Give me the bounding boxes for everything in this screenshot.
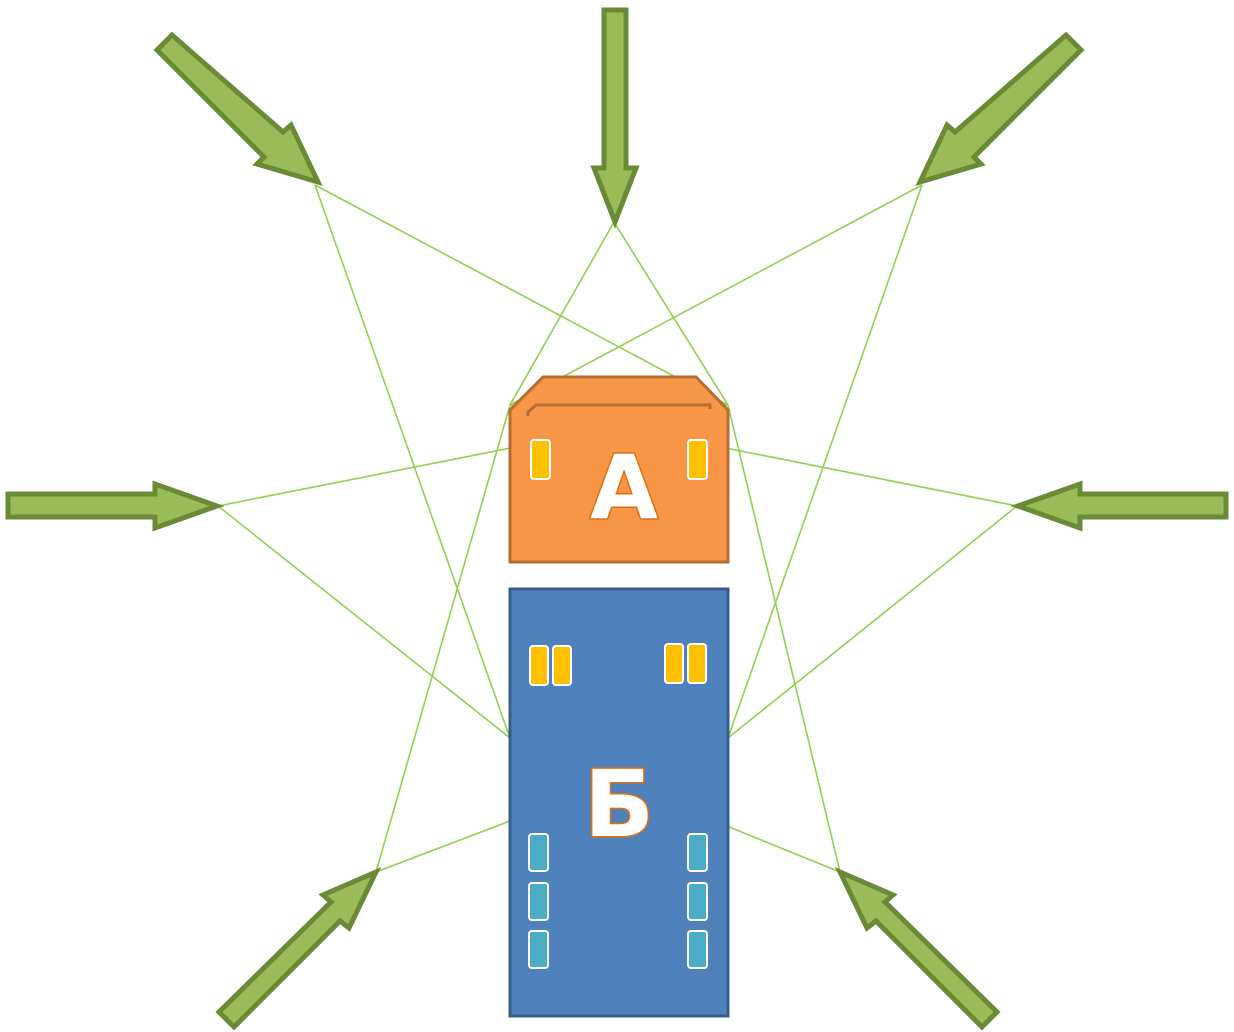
amber-light-icon [664, 643, 684, 684]
blue-marker-light-icon [687, 930, 708, 969]
trailer-label: Б [584, 751, 654, 858]
trailer-side-lights [528, 833, 708, 969]
sight-line [217, 505, 511, 739]
arrow-icon [5, 480, 225, 532]
cab-label: А [590, 436, 658, 539]
cab-body [508, 375, 730, 564]
sight-line [314, 184, 511, 739]
amber-light-icon [552, 645, 572, 686]
arrow-icon [1010, 480, 1229, 532]
arrows [5, 7, 1229, 1031]
arrow-icon [215, 867, 382, 1031]
cab: А [508, 375, 730, 564]
sight-line [314, 184, 729, 406]
sight-line [375, 404, 511, 873]
sight-line [613, 221, 729, 406]
arrow-icon [590, 7, 640, 229]
blue-marker-light-icon [528, 882, 549, 921]
sight-line [727, 184, 923, 739]
sight-line [727, 505, 1018, 739]
arrow-icon [153, 31, 323, 186]
sight-line [509, 184, 923, 406]
blue-marker-light-icon [528, 833, 549, 872]
amber-light-icon [687, 643, 707, 684]
sight-line [509, 221, 615, 406]
sight-line [727, 404, 841, 873]
trailer-front-lights [529, 643, 707, 686]
cab-lights [530, 439, 708, 480]
blue-marker-light-icon [687, 833, 708, 872]
arrow-icon [915, 31, 1085, 186]
amber-light-icon [529, 645, 549, 686]
amber-light-icon [530, 439, 551, 480]
trailer: Б [508, 587, 730, 1018]
amber-light-icon [687, 439, 708, 480]
arrow-icon [834, 867, 1001, 1031]
blue-marker-light-icon [687, 882, 708, 921]
cab-windshield-line [526, 403, 712, 416]
blue-marker-light-icon [528, 930, 549, 969]
